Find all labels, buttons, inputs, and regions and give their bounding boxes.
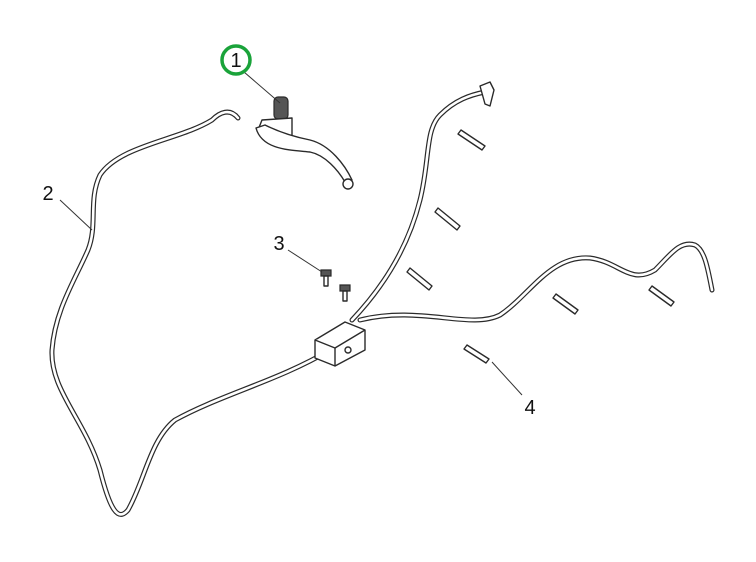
cable-clips [406, 129, 675, 364]
cable-end [479, 81, 495, 107]
leader-4 [491, 361, 523, 396]
brake-lever [255, 96, 354, 190]
callout-3[interactable]: 3 [273, 233, 284, 255]
cable-upper [349, 81, 495, 323]
cable-right [357, 241, 715, 323]
cable-2 [49, 109, 333, 517]
callout-1[interactable]: 1 [230, 50, 241, 72]
leader-1 [243, 71, 281, 104]
leader-3 [287, 249, 323, 273]
callout-4[interactable]: 4 [524, 397, 535, 419]
leader-2 [59, 199, 93, 231]
highlight-ring [220, 44, 252, 76]
callout-2[interactable]: 2 [42, 183, 53, 205]
junction-connector [314, 321, 366, 367]
bolts [320, 269, 351, 302]
